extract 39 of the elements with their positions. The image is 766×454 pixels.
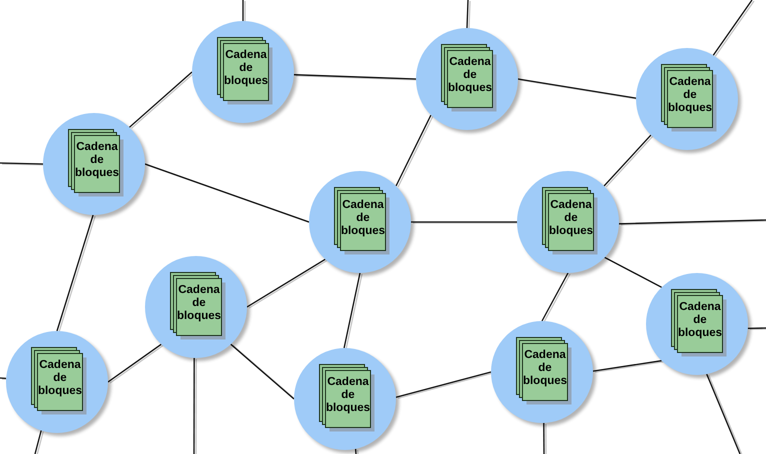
connector-line [466,0,469,28]
connector-line [108,344,162,383]
connector-line [0,377,6,380]
connector-line [242,0,244,21]
connector-line [0,162,44,165]
connector-line [592,360,662,372]
node-label: Cadena de bloques [677,301,723,340]
node-label: Cadena de bloques [548,199,594,238]
node-label: Cadena de bloques [325,376,371,415]
node-label: Cadena de bloques [223,49,269,88]
connector-line [396,371,492,398]
connector-line [604,134,652,186]
node-label: Cadena de bloques [74,141,120,180]
node-label: Cadena de bloques [176,284,222,323]
node-label: Cadena de bloques [522,349,568,388]
connector-line [294,74,416,80]
node-label: Cadena de bloques [37,359,83,398]
connector-line [604,256,662,288]
node-label: Cadena de bloques [667,76,713,115]
node-label: Cadena de bloques [340,199,386,238]
connector-line [396,114,432,186]
connector-line [411,221,517,223]
connector-line [518,78,636,99]
node-label: Cadena de bloques [447,56,493,95]
connector-line [618,219,766,224]
connector-line [712,0,753,56]
connector-line [246,258,326,308]
connector-line [706,374,741,454]
connector-line [144,163,310,223]
connector-line [56,214,94,332]
connector-line [343,272,361,348]
connector-line [34,430,42,454]
connector-line [354,448,357,454]
connector-line [541,272,569,322]
connector-line [128,72,192,128]
connector-line [543,423,545,454]
connector-line [193,358,195,454]
connector-line [230,344,294,400]
connector-line [748,327,766,330]
